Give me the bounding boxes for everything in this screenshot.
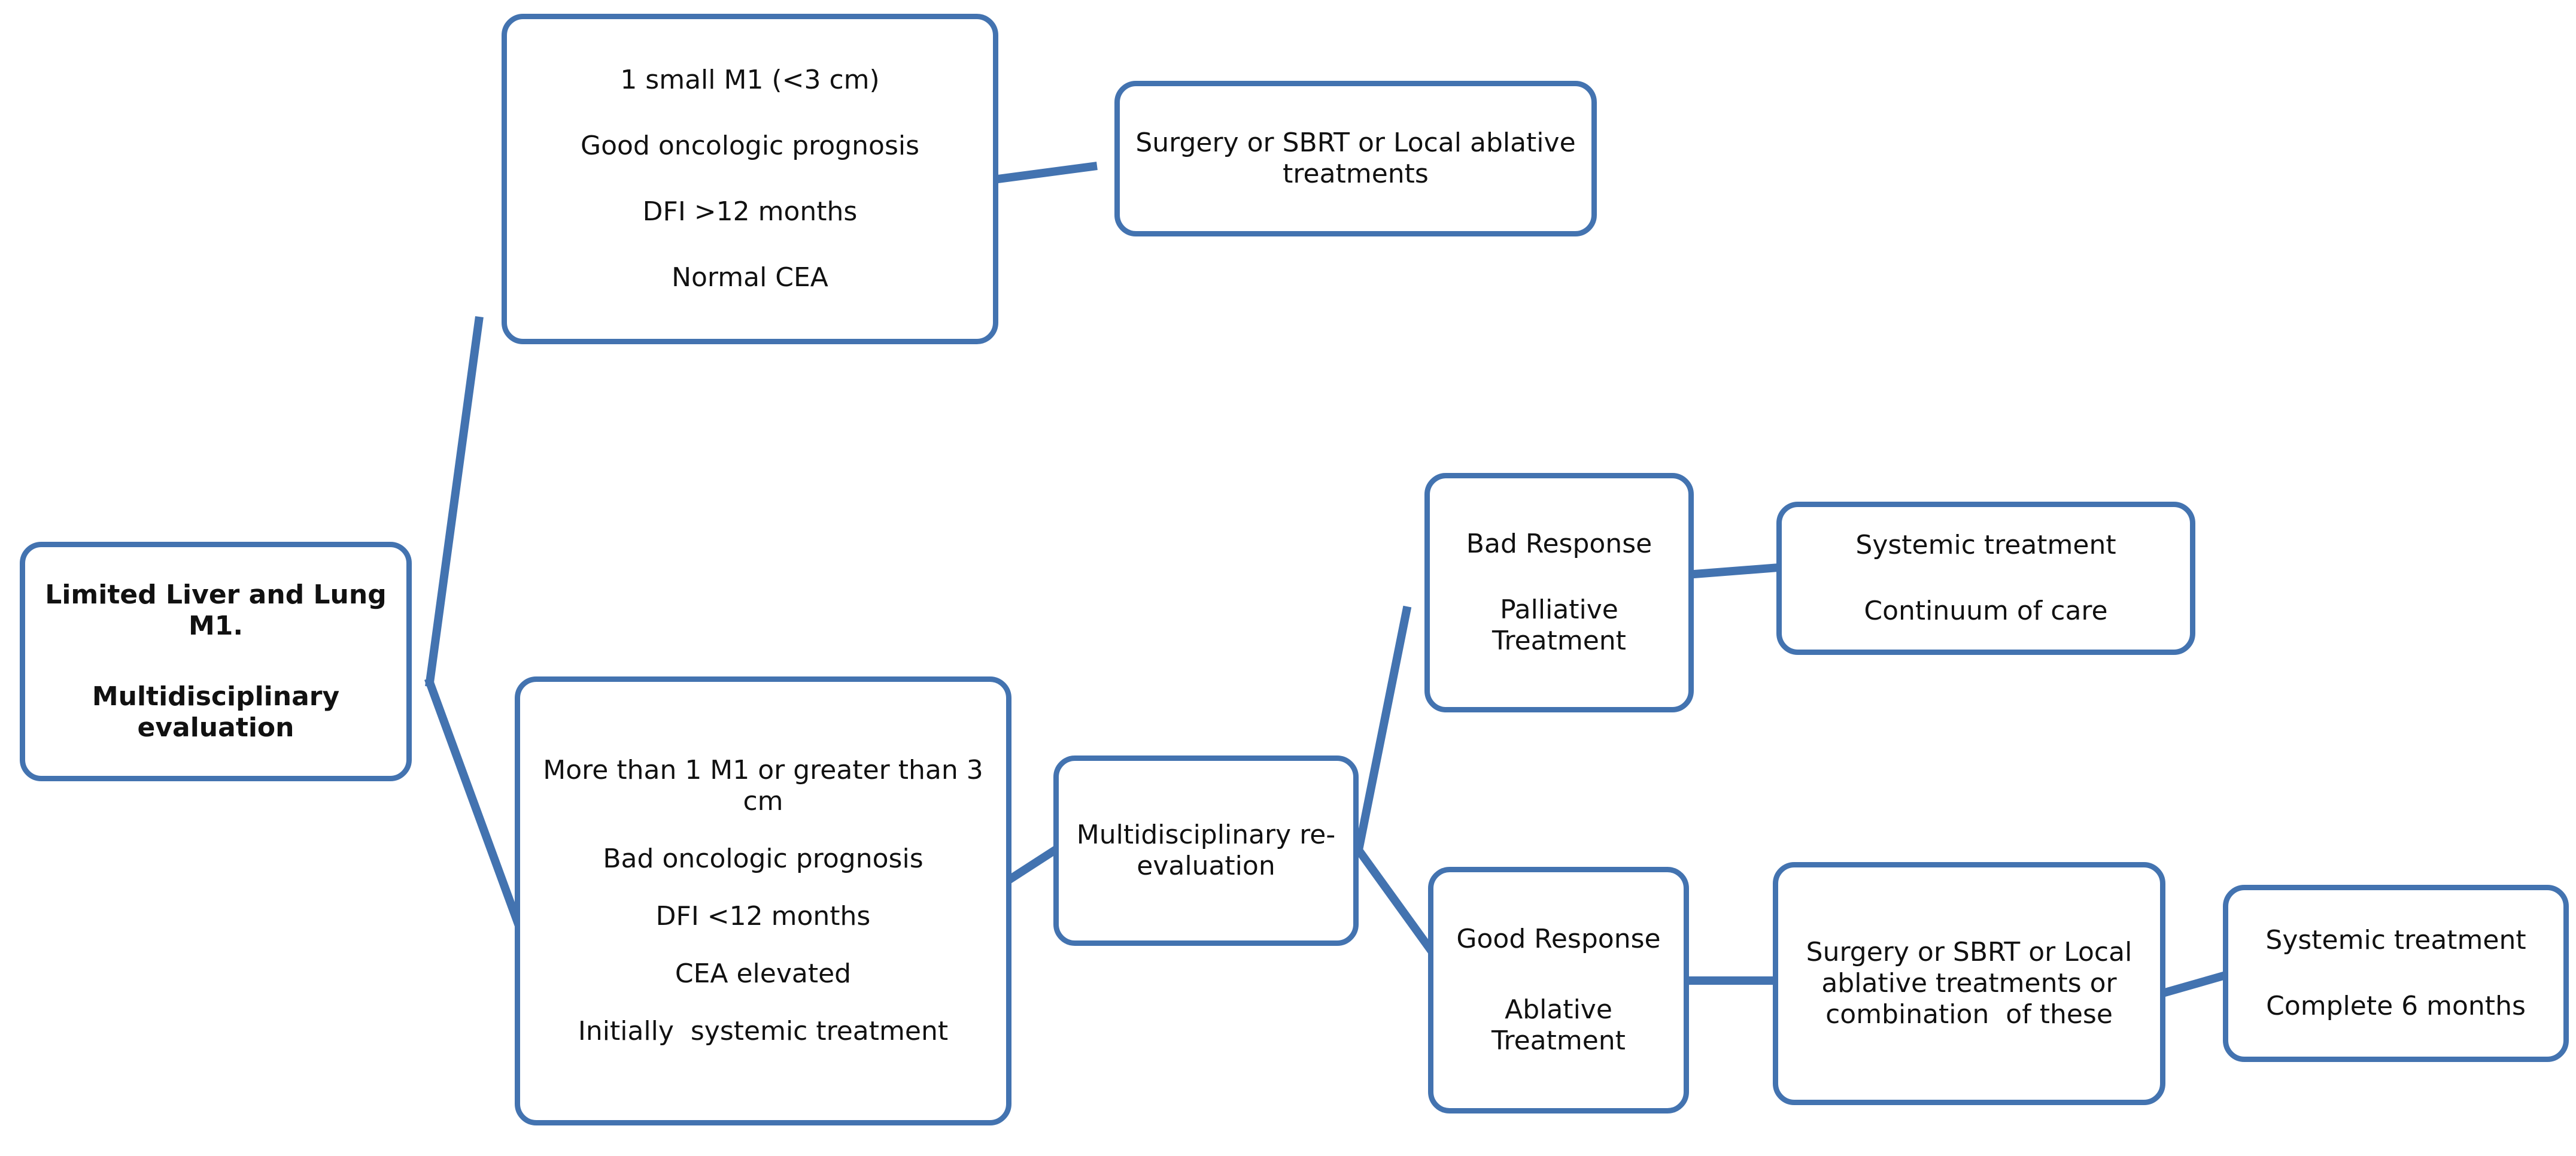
node-line: Continuum of care	[1864, 596, 2108, 626]
node-line: Complete 6 months	[2266, 991, 2526, 1021]
node-multidisciplinary-re-evaluation[interactable]: Multidisciplinary re-evaluation	[1053, 756, 1359, 946]
node-line: Surgery or SBRT or Local ablative treatm…	[1806, 937, 2141, 1030]
edge-reevaluation-to-bad-response	[1353, 605, 1412, 855]
node-surgery-sbrt-local-or-combination[interactable]: Surgery or SBRT or Local ablative treatm…	[1773, 862, 2165, 1105]
edge-surgery-combination-to-systemic-complete	[2155, 969, 2233, 999]
node-line: Multidisciplinary evaluation	[92, 681, 349, 743]
node-line: Surgery or SBRT or Local ablative treatm…	[1135, 128, 1584, 189]
node-good-response-ablative[interactable]: Good Response Ablative Treatment	[1428, 867, 1689, 1113]
node-good-prognosis-criteria[interactable]: 1 small M1 (<3 cm) Good oncologic progno…	[502, 14, 998, 344]
edge-root-to-bad-criteria	[424, 677, 527, 939]
node-line: Limited Liver and Lung M1.	[45, 579, 396, 642]
node-line: Palliative Treatment	[1492, 594, 1627, 656]
edge-root-to-good-criteria	[425, 316, 484, 687]
node-line: Systemic treatment	[1855, 530, 2116, 561]
edge-reevaluation-to-good-response	[1353, 844, 1442, 964]
node-line: Bad oncologic prognosis	[603, 844, 924, 875]
node-line: Good oncologic prognosis	[580, 131, 920, 162]
node-line: Bad Response	[1466, 529, 1652, 560]
node-systemic-treatment-complete-6-months[interactable]: Systemic treatment Complete 6 months	[2223, 885, 2569, 1062]
edge-bad-criteria-to-reevaluation	[1006, 841, 1067, 884]
edge-good-criteria-to-surgery	[989, 162, 1098, 184]
node-line: Good Response	[1456, 924, 1661, 955]
node-line: Multidisciplinary re-evaluation	[1076, 820, 1336, 881]
node-line: CEA elevated	[675, 958, 852, 989]
node-bad-response-palliative[interactable]: Bad Response Palliative Treatment	[1424, 473, 1694, 712]
node-limited-liver-lung-m1[interactable]: Limited Liver and Lung M1. Multidiscipli…	[20, 542, 412, 781]
node-systemic-treatment-continuum[interactable]: Systemic treatment Continuum of care	[1776, 502, 2195, 655]
node-bad-prognosis-criteria[interactable]: More than 1 M1 or greater than 3 cm Bad …	[515, 676, 1011, 1125]
node-line: Initially systemic treatment	[578, 1015, 949, 1046]
node-line: More than 1 M1 or greater than 3 cm	[543, 755, 992, 817]
node-line: Ablative Treatment	[1491, 994, 1626, 1056]
node-line: Systemic treatment	[2265, 925, 2526, 956]
node-line: 1 small M1 (<3 cm)	[620, 65, 880, 96]
node-surgery-sbrt-local-ablative[interactable]: Surgery or SBRT or Local ablative treatm…	[1114, 81, 1597, 236]
node-line: DFI >12 months	[642, 196, 858, 227]
node-line: Normal CEA	[672, 262, 828, 293]
node-line: DFI <12 months	[655, 901, 871, 932]
edge-bad-response-to-systemic-continuum	[1682, 563, 1784, 579]
